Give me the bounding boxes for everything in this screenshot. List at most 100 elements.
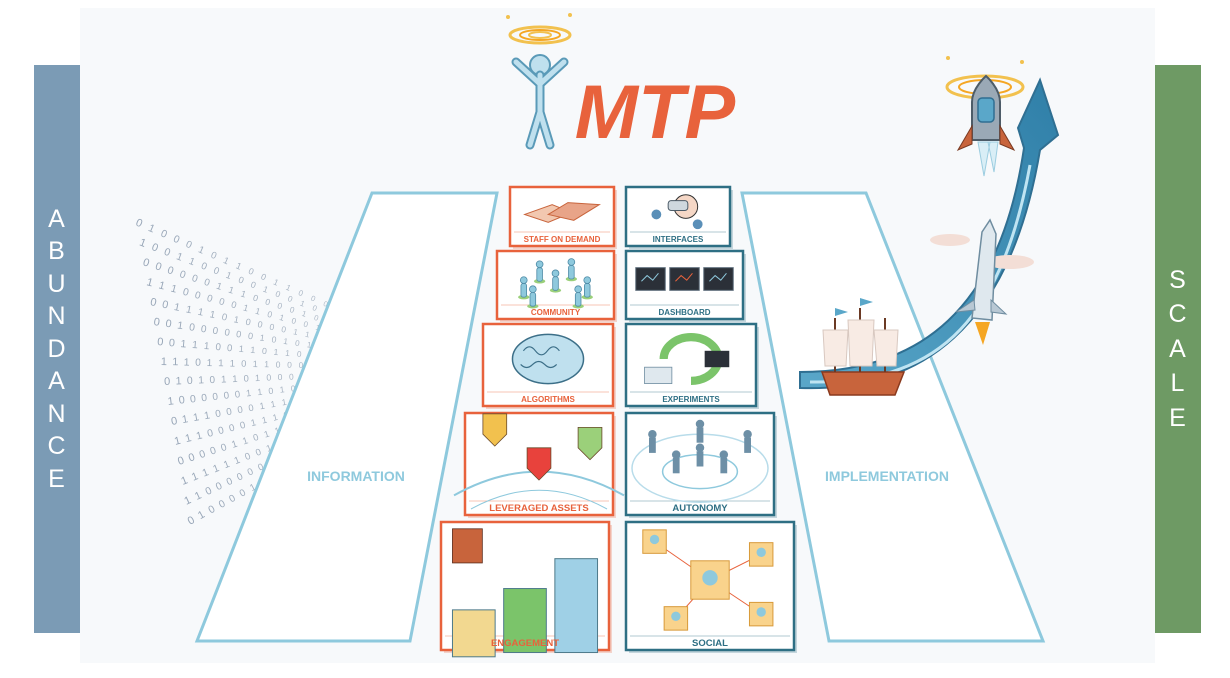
binary-digit: 0	[239, 420, 247, 432]
binary-digit: 0	[276, 300, 284, 311]
binary-digit: 0	[247, 331, 253, 342]
binary-digit: 0	[271, 334, 277, 345]
binary-digit: 1	[187, 256, 196, 268]
binary-digit: 1	[192, 340, 199, 351]
binary-digit: 0	[243, 373, 249, 383]
left-column: STAFF ON DEMANDCOMMUNITYALGORITHMSLEVERA…	[439, 185, 625, 658]
binary-digit: 0	[165, 318, 173, 331]
scale-letter: C	[1168, 300, 1188, 329]
binary-digit: 1	[146, 222, 156, 235]
person-with-halo-icon	[506, 13, 572, 150]
binary-digit: 1	[301, 309, 308, 319]
binary-digit: 1	[283, 336, 289, 347]
binary-digit: 1	[227, 285, 235, 296]
scale-letter: A	[1169, 334, 1187, 363]
binary-digit: 1	[306, 340, 312, 350]
monitors-icon	[635, 267, 734, 291]
left-card-label: ENGAGEMENT	[491, 638, 559, 649]
binary-digit: 1	[169, 283, 178, 296]
binary-digit: 0	[209, 445, 218, 457]
binary-digit: 1	[195, 429, 204, 442]
scale-letter: S	[1169, 265, 1187, 294]
mtp-title: MTP	[575, 70, 736, 155]
binary-digit: 0	[276, 360, 281, 370]
binary-digit: 0	[295, 339, 301, 349]
binary-digit: 1	[299, 299, 306, 309]
right-card-label: DASHBOARD	[659, 308, 711, 317]
binary-digit: 1	[145, 276, 154, 289]
abundance-letter: A	[48, 204, 66, 233]
scale-letter: L	[1170, 369, 1186, 398]
binary-digit: 1	[173, 435, 182, 448]
binary-digit: 1	[192, 411, 200, 424]
binary-digit: 0	[281, 324, 288, 335]
right-card-social: SOCIAL	[624, 520, 797, 653]
binary-digit: 0	[134, 217, 144, 230]
binary-digit: 0	[187, 375, 193, 387]
binary-digit: 1	[246, 388, 252, 399]
binary-digit: 1	[215, 281, 223, 293]
binary-digit: 0	[286, 294, 294, 304]
left-card-label: COMMUNITY	[531, 308, 581, 317]
binary-digit: 0	[230, 299, 238, 310]
binary-digit: 0	[187, 451, 196, 464]
binary-digit: 1	[257, 387, 263, 397]
binary-digit: 1	[315, 323, 321, 333]
binary-digit: 0	[234, 389, 241, 401]
binary-digit: 0	[248, 403, 255, 414]
implementation-panel-shape	[740, 191, 1046, 643]
binary-digit: 0	[236, 329, 243, 340]
binary-digit: 1	[193, 489, 204, 502]
binary-digit: 0	[176, 455, 185, 468]
binary-digit: 0	[212, 391, 219, 403]
binary-digit: 1	[212, 463, 222, 475]
right-card-experiments: EXPERIMENTS	[624, 322, 759, 409]
binary-digit: 0	[235, 471, 245, 484]
binary-digit: 1	[179, 474, 189, 487]
binary-digit: 1	[176, 319, 184, 332]
left-card-staff-on-demand: STAFF ON DEMAND	[508, 185, 617, 249]
binary-digit: 0	[302, 319, 309, 329]
binary-digit: 0	[290, 316, 297, 326]
binary-digit: 1	[207, 358, 213, 369]
binary-digit: 1	[262, 284, 270, 295]
binary-digit: 0	[153, 316, 161, 329]
binary-digit: 0	[289, 371, 294, 381]
binary-digit: 0	[141, 256, 150, 269]
binary-digit: 0	[154, 260, 163, 273]
binary-digit: 1	[190, 470, 200, 483]
abundance-letter: N	[47, 399, 67, 428]
binary-digit: 0	[266, 372, 271, 382]
implementation-label: IMPLEMENTATION	[825, 468, 949, 484]
binary-digit: 1	[221, 374, 227, 385]
binary-digit: 0	[257, 319, 264, 330]
binary-digit: 0	[256, 461, 265, 472]
binary-digit: 0	[178, 394, 185, 407]
binary-digit: 0	[269, 322, 276, 333]
binary-digit: 0	[228, 422, 236, 434]
binary-digit: 0	[247, 266, 256, 277]
binary-digit: 0	[204, 485, 214, 498]
binary-digit: 1	[270, 399, 277, 410]
ship-icon	[820, 298, 906, 396]
information-panel-shape	[194, 191, 499, 643]
binary-digit: 0	[254, 447, 262, 458]
right-column: INTERFACESDASHBOARDEXPERIMENTSAUTONOMYSO…	[624, 185, 797, 653]
binary-digit: 1	[138, 237, 148, 250]
binary-digit: 1	[248, 482, 258, 494]
binary-digit: 1	[184, 432, 193, 445]
binary-digit: 1	[197, 307, 205, 319]
binary-digit: 1	[253, 359, 258, 369]
binary-digit: 0	[149, 296, 157, 309]
social-graph-icon	[642, 529, 774, 631]
binary-digit: 0	[209, 250, 218, 262]
abundance-letter: N	[47, 302, 67, 331]
binary-digit: 0	[290, 383, 296, 393]
left-card-leveraged-assets: LEVERAGED ASSETS	[453, 411, 625, 518]
binary-digit: 0	[150, 241, 160, 254]
binary-digit: 0	[218, 296, 226, 308]
bar-blocks-icon	[451, 528, 599, 658]
binary-digit: 1	[201, 466, 211, 479]
